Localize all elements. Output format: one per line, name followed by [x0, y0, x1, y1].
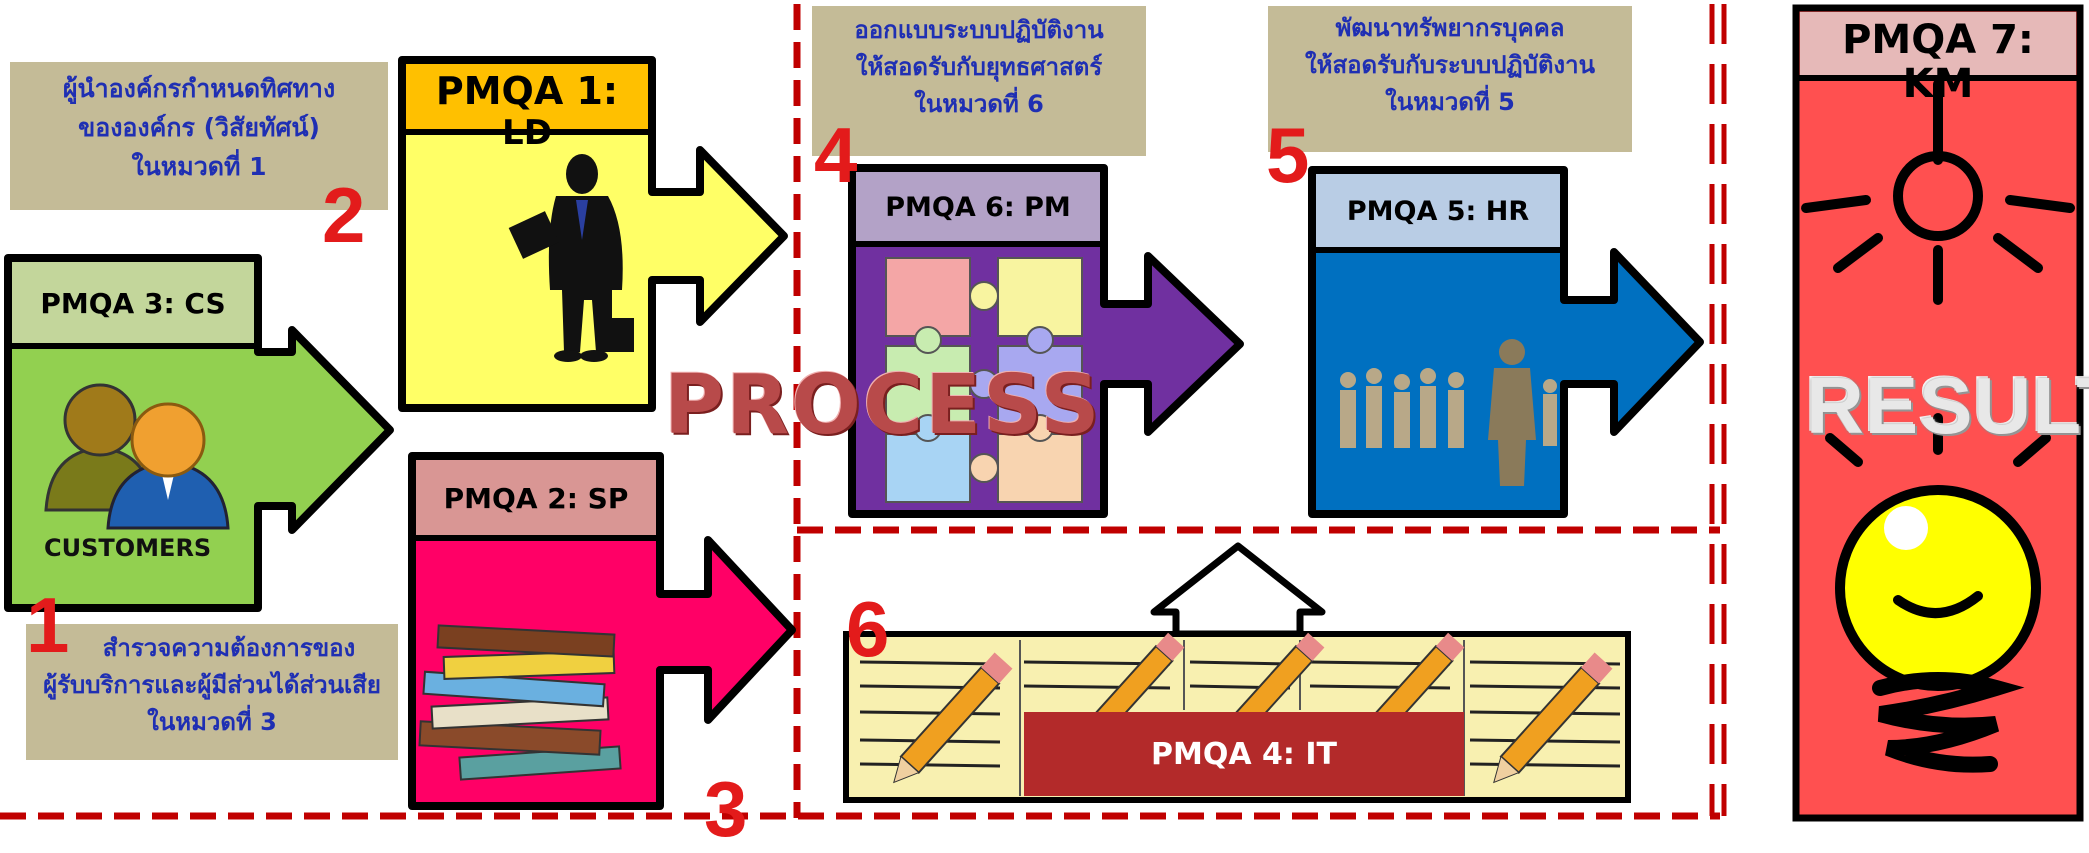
customers-caption: CUSTOMERS: [44, 534, 212, 562]
cs-module-label: PMQA 3: CS: [40, 286, 226, 320]
km-module-label: PMQA 7: KM: [1800, 16, 2076, 108]
step5-line3: ในหมวดที่ 5: [1385, 88, 1515, 117]
step5-line2: ให้สอดรับกับระบบปฏิบัติงาน: [1304, 51, 1596, 80]
step2-line1: ผู้นำองค์กรกำหนดทิศทาง: [62, 74, 336, 103]
it-module-label: PMQA 4: IT: [1024, 712, 1464, 796]
diagram-canvas: [0, 4, 2084, 822]
step4-line2: ให้สอดรับกับยุทธศาสตร์: [855, 53, 1103, 82]
lightbulb-top-icon: [1801, 79, 2075, 305]
hr-module-label: PMQA 5: HR: [1346, 195, 1530, 227]
sp-module-label: PMQA 2: SP: [443, 481, 629, 515]
process-region-border: [0, 4, 1720, 820]
step-number-2: 2: [322, 171, 366, 259]
step-number-1: 1: [26, 581, 70, 669]
result-label: RESULT: [1806, 361, 2089, 450]
step-number-4: 4: [814, 111, 858, 199]
books-icon: [418, 624, 622, 781]
step2-line2: ขององค์กร (วิสัยทัศน์): [78, 112, 320, 142]
step5-line1: พัฒนาทรัพยากรบุคคล: [1335, 14, 1565, 42]
pencil-icons: [893, 632, 1613, 784]
puzzle-icon: [885, 257, 1083, 503]
step2-description: ผู้นำองค์กรกำหนดทิศทาง ขององค์กร (วิสัยท…: [10, 62, 388, 210]
pm-module-label: PMQA 6: PM: [885, 191, 1071, 223]
step-number-5: 5: [1266, 111, 1310, 199]
businessman-icon: [508, 154, 634, 362]
step4-description: ออกแบบระบบปฏิบัติงาน ให้สอดรับกับยุทธศาส…: [812, 6, 1146, 156]
ld-module-label: PMQA 1: LD: [406, 69, 648, 153]
process-label: PROCESS: [664, 358, 1102, 453]
step-number-3: 3: [704, 765, 748, 853]
step4-line1: ออกแบบระบบปฏิบัติงาน: [854, 16, 1104, 44]
step1-line2: ผู้รับบริการและผู้มีส่วนได้ส่วนเสีย: [43, 671, 381, 700]
step4-line3: ในหมวดที่ 6: [914, 90, 1044, 119]
km-label-line1: PMQA 7:: [1842, 17, 2034, 63]
step1-line1: สำรวจความต้องการของ: [102, 634, 356, 662]
step-number-6: 6: [846, 585, 890, 673]
km-label-line2: KM: [1902, 61, 1974, 107]
step1-line3: ในหมวดที่ 3: [147, 708, 277, 737]
ld-label-line2: LD: [502, 112, 552, 153]
customers-icon: [44, 383, 230, 530]
ladder-border: [1709, 4, 1727, 816]
ld-label-line1: PMQA 1:: [435, 69, 619, 113]
step5-description: พัฒนาทรัพยากรบุคคล ให้สอดรับกับระบบปฏิบั…: [1268, 6, 1632, 152]
people-group-icon: [1340, 339, 1557, 486]
step2-line3: ในหมวดที่ 1: [131, 151, 267, 181]
lightbulb-bottom-icon: [1825, 413, 2051, 773]
it-up-arrow: [1150, 542, 1326, 638]
step1-description: สำรวจความต้องการของ ผู้รับบริการและผู้มี…: [26, 624, 398, 760]
